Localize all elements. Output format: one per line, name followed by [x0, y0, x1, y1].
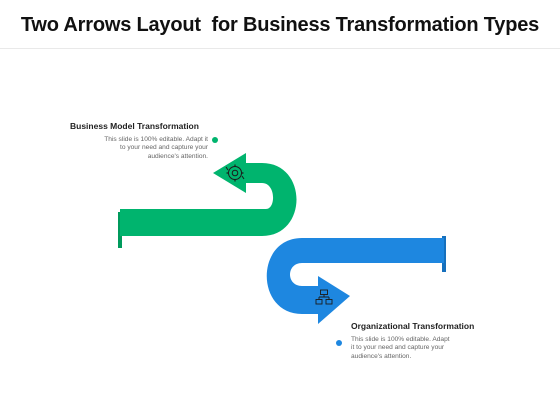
- business-model-heading: Business Model Transformation: [70, 121, 199, 131]
- green-arrow-body: [120, 153, 297, 236]
- blue-arrow-body: [266, 238, 444, 324]
- description-line: This slide is 100% editable. Adapt: [351, 336, 450, 343]
- description-line: This slide is 100% editable. Adapt it: [104, 136, 208, 143]
- description-line: audience's attention.: [147, 152, 208, 160]
- green-arrow: [118, 153, 297, 248]
- organizational-description: This slide is 100% editable. Adapt it to…: [351, 336, 491, 361]
- green-bullet-dot: [212, 137, 218, 143]
- org-chart-icon: [315, 289, 333, 305]
- description-line: audience's attention.: [351, 352, 412, 360]
- description-line: it to your need and capture your: [351, 344, 445, 352]
- blue-arrow: [266, 236, 446, 324]
- gear-cycle-icon: [225, 164, 245, 182]
- description-line: to your need and capture your: [120, 144, 208, 152]
- slide-title: Two Arrows Layout for Business Transform…: [20, 14, 540, 36]
- blue-bullet-dot: [336, 340, 342, 346]
- title-divider: [0, 48, 560, 49]
- business-model-description: This slide is 100% editable. Adapt it to…: [68, 136, 208, 161]
- organizational-heading: Organizational Transformation: [351, 321, 475, 331]
